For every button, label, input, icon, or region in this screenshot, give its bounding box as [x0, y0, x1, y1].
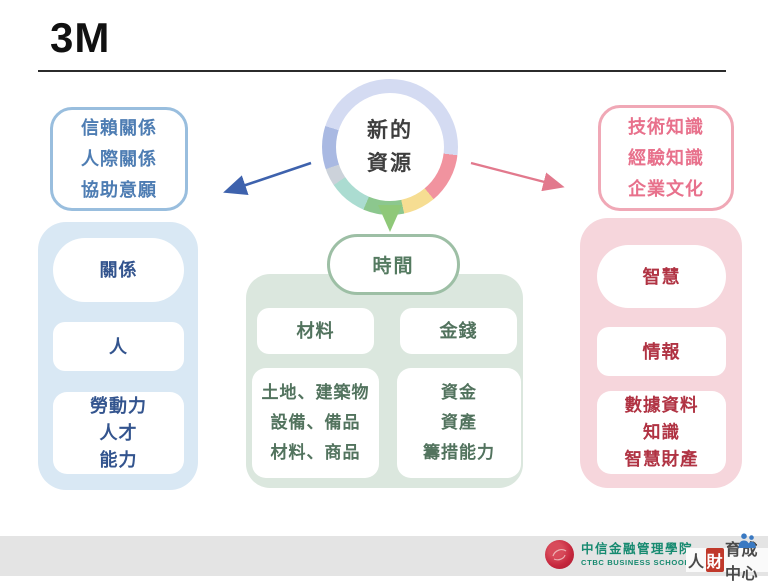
- card-label: 關係: [99, 260, 138, 280]
- new-resources-label: 新的 資源: [336, 93, 444, 201]
- card-line: 勞動力: [90, 395, 147, 416]
- callout-line: 協助意願: [81, 179, 157, 200]
- page-title: 3M: [50, 14, 111, 61]
- card-line: 知識: [643, 422, 680, 442]
- brand-prefix: 人: [688, 554, 705, 571]
- title-underline: [38, 70, 726, 72]
- school-name-block: 中信金融管理學院 CTBC BUSINESS SCHOOL: [581, 542, 693, 568]
- arrow-to-right-branch: [470, 161, 565, 192]
- school-name-zh: 中信金融管理學院: [581, 542, 694, 556]
- callout-line: 經驗知識: [628, 147, 704, 168]
- card-label: 情報: [642, 341, 681, 362]
- card-label: 人: [109, 336, 128, 357]
- money-detail-card: 資金 資產 籌措能力: [397, 368, 521, 478]
- people-icon: [738, 533, 756, 548]
- trust-relations-callout: 信賴關係 人際關係 協助意願: [50, 107, 188, 211]
- arrow-to-left-branch: [223, 161, 312, 196]
- time-pill: 時間: [327, 234, 460, 295]
- ring-label-line: 資源: [367, 152, 413, 175]
- school-name-en: CTBC BUSINESS SCHOOL: [581, 558, 690, 567]
- callout-line: 信賴關係: [81, 117, 157, 138]
- callout-line: 企業文化: [628, 178, 704, 199]
- card-line: 能力: [99, 449, 138, 470]
- data-card: 數據資料 知識 智慧財產: [597, 391, 726, 474]
- talent-center-brand: 人 財 育成中心: [686, 542, 768, 583]
- card-line: 資金: [441, 383, 477, 402]
- ring-label-line: 新的: [367, 119, 413, 142]
- card-line: 智慧財產: [624, 449, 699, 469]
- new-resources-ring: 新的 資源: [322, 79, 458, 215]
- card-label: 金錢: [439, 321, 478, 341]
- knowledge-callout: 技術知識 經驗知識 企業文化: [598, 105, 734, 211]
- relation-card: 關係: [53, 238, 184, 302]
- time-label: 時間: [372, 256, 415, 277]
- information-card: 情報: [597, 327, 726, 376]
- card-line: 設備、備品: [270, 413, 361, 432]
- card-label: 智慧: [642, 266, 681, 287]
- brand-highlight: 財: [705, 548, 725, 572]
- material-detail-card: 土地、建築物 設備、備品 材料、商品: [252, 368, 379, 478]
- card-line: 材料、商品: [270, 443, 361, 462]
- card-line: 土地、建築物: [261, 383, 370, 402]
- labor-card: 勞動力 人才 能力: [53, 392, 184, 474]
- card-line: 數據資料: [624, 395, 699, 415]
- money-card: 金錢: [400, 308, 517, 354]
- material-card: 材料: [257, 308, 374, 354]
- ctbc-seal-logo-icon: [545, 540, 574, 569]
- callout-line: 技術知識: [628, 116, 704, 137]
- card-line: 人才: [99, 422, 138, 443]
- callout-line: 人際關係: [81, 148, 157, 169]
- footer-bar: [0, 536, 768, 576]
- card-line: 資產: [441, 413, 477, 432]
- card-label: 材料: [296, 321, 335, 341]
- card-line: 籌措能力: [423, 443, 495, 462]
- wisdom-card: 智慧: [597, 245, 726, 308]
- person-card: 人: [53, 322, 184, 371]
